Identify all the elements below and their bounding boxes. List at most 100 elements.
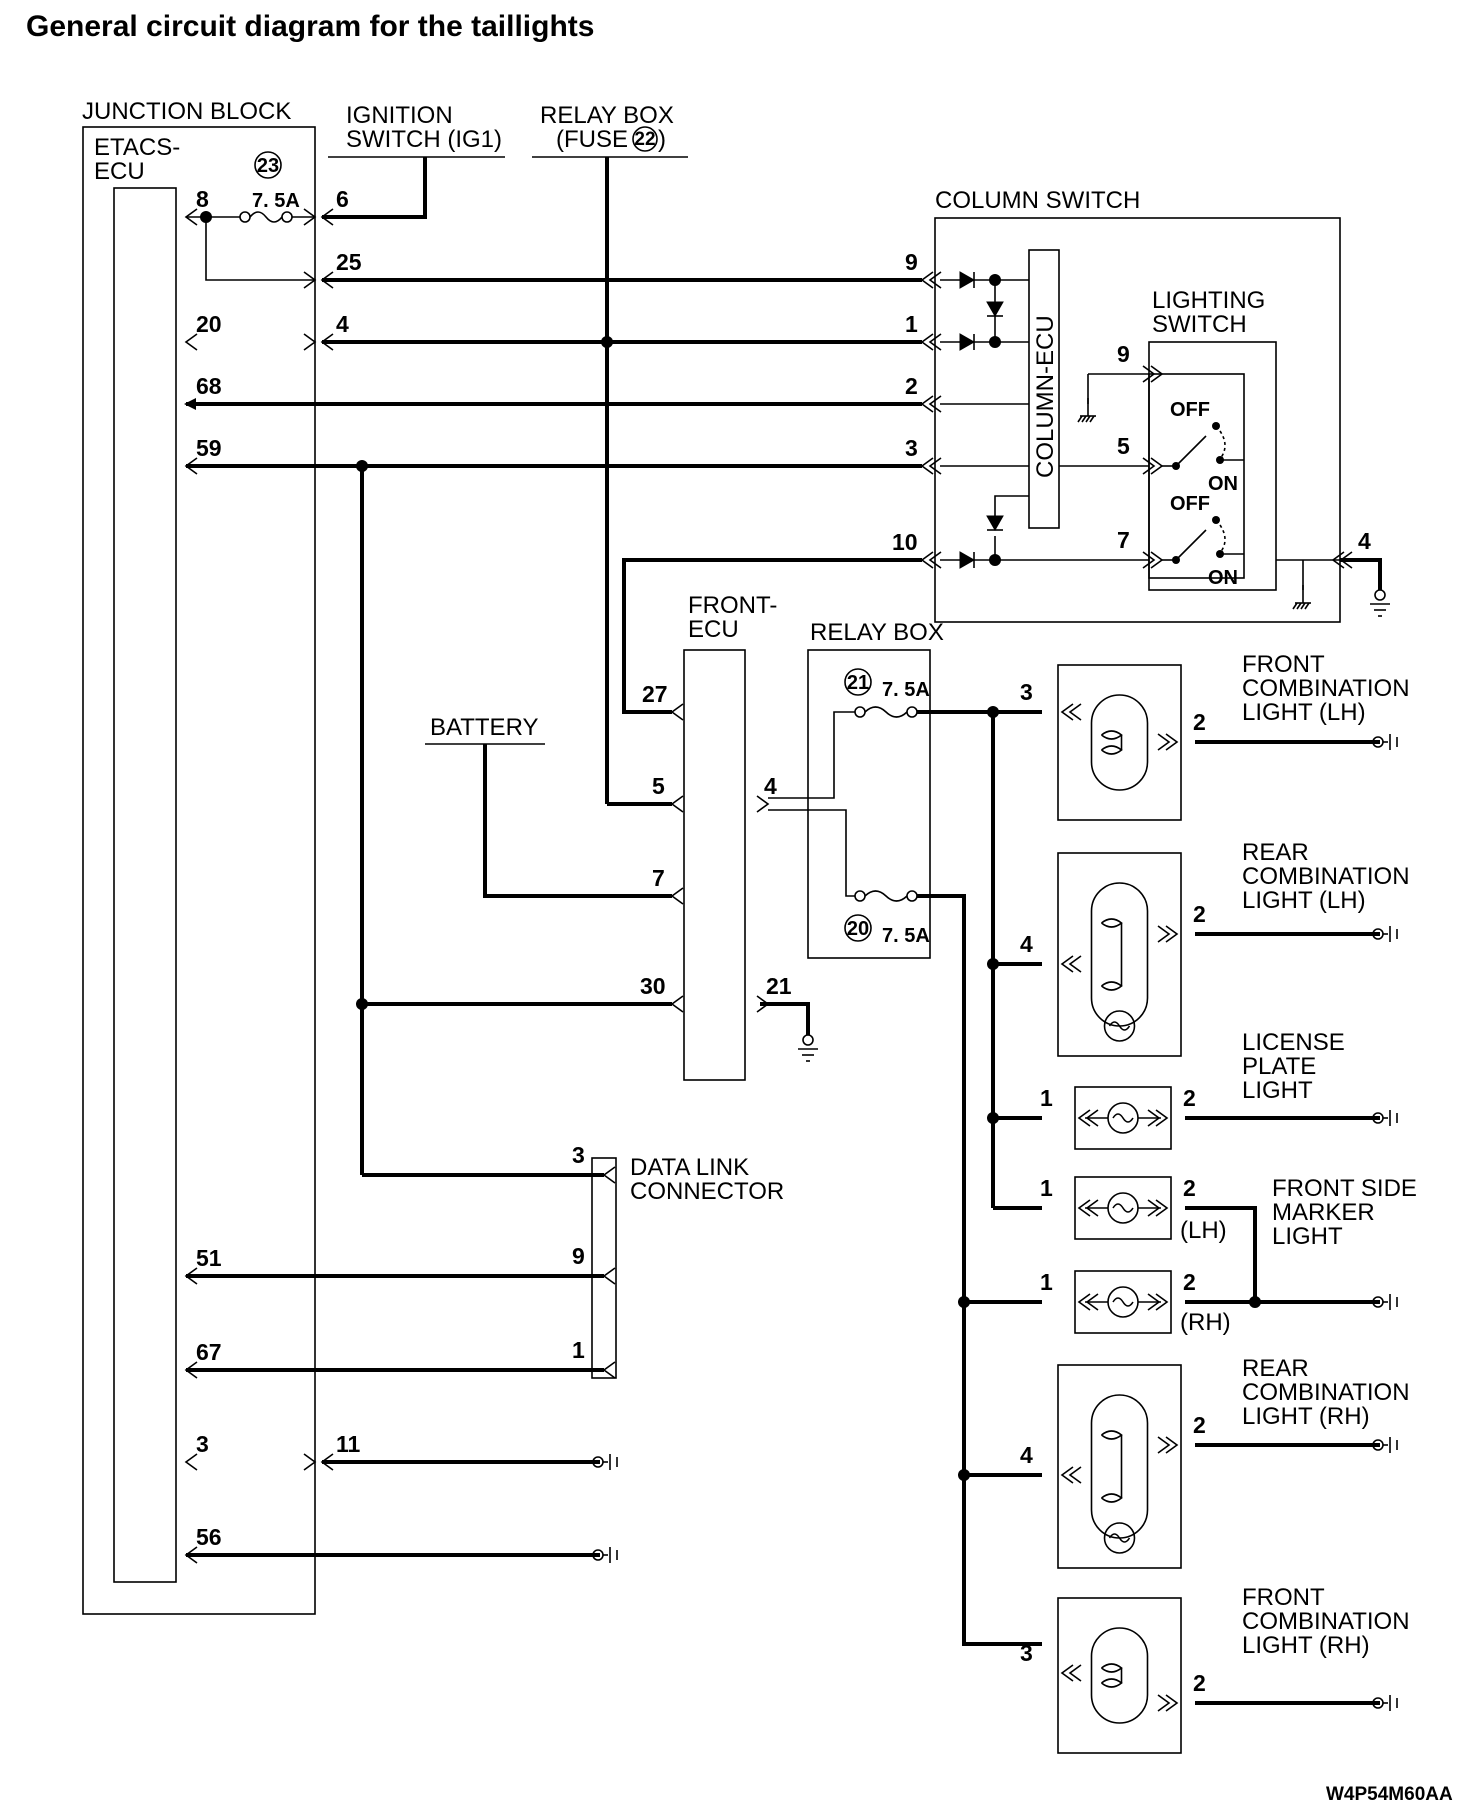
front-ecu-label: ECU: [688, 616, 739, 643]
body-ground-icon: [1372, 736, 1384, 748]
junction-block: [82, 126, 316, 1615]
column-switch-label: COLUMN SWITCH: [935, 187, 1140, 214]
front-ecu-terminal: [670, 703, 684, 721]
chassis-ground-icon: [1292, 602, 1298, 610]
front-combination-light-rh-terminal: [1165, 1694, 1179, 1712]
etacs-terminal: [184, 208, 198, 226]
rear-combination-light-rh: [1101, 1493, 1123, 1503]
license-plate-light: [1112, 1113, 1134, 1123]
front-combination-light-lh-terminal: [1157, 733, 1171, 751]
lighting-switch-terminal: [1142, 551, 1156, 569]
front-combination-light-rh-label: LIGHT (RH): [1242, 1632, 1370, 1659]
front-ecu-terminal: [670, 887, 684, 905]
relay-fuse-22-badge: [632, 126, 658, 152]
jb-pin-label: 6: [336, 186, 349, 212]
license-plate-light-terminal: [1077, 1109, 1091, 1127]
components: [82, 126, 1386, 1754]
wires: [186, 156, 1398, 1711]
chassis-ground-icon: [1304, 602, 1310, 610]
switch-lever: [1175, 529, 1207, 561]
chassis-ground-icon: [1300, 602, 1306, 610]
jb-terminal: [303, 208, 317, 226]
jb-fuse-icon: [239, 211, 251, 223]
license-plate-light-label: LIGHT: [1242, 1077, 1313, 1104]
junction-dot: [987, 1112, 999, 1124]
rear-combination-light-lh: [1090, 882, 1149, 1027]
front-side-marker-light-label: LIGHT: [1272, 1223, 1343, 1250]
rear-combination-light-lh-pin-label: 4: [1020, 931, 1033, 957]
switch-contact: [1216, 550, 1224, 558]
jb-terminal: [320, 271, 334, 289]
lighting-switch-label: LIGHTING: [1152, 287, 1265, 314]
wire-10-27: [622, 558, 922, 714]
rear-combination-light-lh-label: REAR: [1242, 839, 1309, 866]
rear-combination-light-lh: [1057, 852, 1182, 1057]
front-side-marker-light-rh-pin-label: 2: [1183, 1269, 1196, 1295]
front-combination-light-lh-terminal: [1068, 703, 1082, 721]
front-combination-light-lh-pin-label: 2: [1193, 709, 1206, 735]
switch-off-label: OFF: [1170, 493, 1210, 515]
rear-combination-light-lh: [1103, 1010, 1136, 1042]
chassis-ground-icon: [1085, 415, 1091, 423]
jb-terminal: [320, 333, 334, 351]
switch-lever: [1175, 435, 1207, 467]
front-combination-light-lh-label: FRONT: [1242, 651, 1325, 678]
jb-junction-dot: [200, 211, 212, 223]
column-ecu-label: COLUMN-ECU: [1032, 315, 1059, 478]
front-side-marker-light-rh-terminal: [1155, 1293, 1169, 1311]
page-title: General circuit diagram for the tailligh…: [26, 10, 595, 43]
rear-combination-light-rh: [1101, 1430, 1123, 1440]
switch-off-label: OFF: [1170, 399, 1210, 421]
column-terminal: [928, 395, 942, 413]
front-ecu-pin-label: 30: [640, 973, 666, 999]
column-pin-label: 1: [905, 311, 918, 337]
etacs-terminal: [184, 398, 196, 410]
jb-internal-wire: [205, 217, 315, 281]
front-ecu-terminal: [756, 995, 770, 1013]
junction-dot: [989, 554, 1001, 566]
junction-dot: [989, 336, 1001, 348]
lighting-switch-pin-label: 7: [1117, 527, 1130, 553]
rear-combination-light-rh-terminal: [1157, 1436, 1171, 1454]
front-side-marker-light-label: FRONT SIDE: [1272, 1175, 1417, 1202]
front-combination-light-lh: [1101, 745, 1123, 755]
junction-dot: [958, 1296, 970, 1308]
etacs-ecu: [113, 187, 177, 1583]
license-plate-light-label: LICENSE: [1242, 1029, 1345, 1056]
column-ground-terminal: [1339, 551, 1353, 569]
column-switch: [934, 217, 1341, 623]
etacs-pin-label: 67: [196, 1339, 222, 1365]
front-combination-light-lh-terminal: [1165, 733, 1179, 751]
relay-fuse-20-number: [844, 914, 872, 942]
junction-dot: [989, 274, 1001, 286]
front-ecu-terminal: [756, 795, 770, 813]
rear-combination-light-rh-terminal: [1060, 1466, 1074, 1484]
front-ecu-pin-label: 27: [642, 681, 668, 707]
jb-pin-label: 4: [336, 311, 349, 337]
switch-throw: [1219, 524, 1226, 554]
lighting-switch-terminal: [1150, 457, 1164, 475]
switch-contact: [1172, 556, 1180, 564]
column-terminal: [928, 271, 942, 289]
battery-wire: [483, 744, 672, 898]
column-diode-icon: [959, 271, 976, 289]
front-side-marker-light-lh-terminal: [1147, 1199, 1161, 1217]
relay-fuse-22-badge: 22: [634, 129, 655, 150]
rear-combination-light-rh-label: REAR: [1242, 1355, 1309, 1382]
license-plate-light: [1074, 1086, 1172, 1150]
junction-block-label: JUNCTION BLOCK: [82, 98, 291, 125]
data-link-connector-label: CONNECTOR: [630, 1178, 784, 1205]
rear-combination-light-rh-terminal: [1165, 1436, 1179, 1454]
jb-fuse-number: [254, 151, 282, 179]
junction-dot: [356, 460, 368, 472]
relay-box-label: RELAY BOX: [810, 619, 944, 646]
dlc-pin-label: 9: [572, 1243, 585, 1269]
front-combination-light-lh-pin-label: 3: [1020, 679, 1033, 705]
relay-fuse-21-number: [844, 668, 872, 696]
front-side-marker-light-rh: [1112, 1297, 1134, 1307]
relay-box-fuse-label: ): [658, 126, 666, 153]
junction-dot: [356, 998, 368, 1010]
relay-20-output: [917, 894, 1042, 1646]
